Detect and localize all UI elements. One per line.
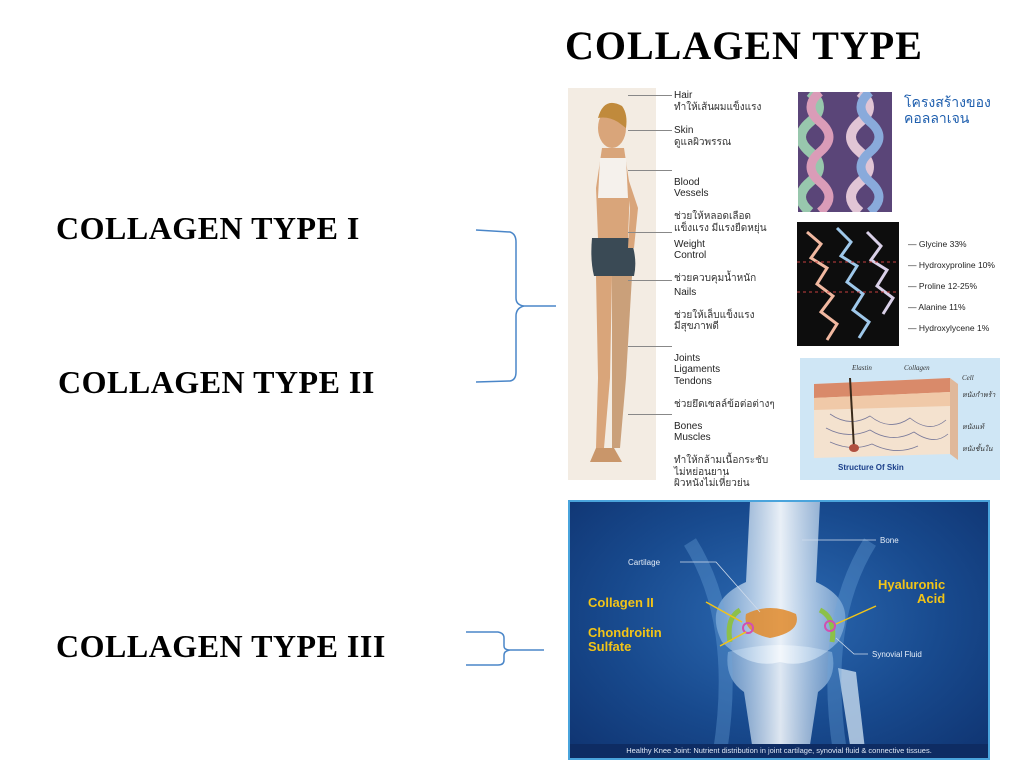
skin-label-hypodermis: หนังชั้นใน: [962, 445, 993, 453]
skin-label-cell: Cell: [962, 374, 974, 382]
amino-acid-model-image: [797, 222, 899, 346]
skin-label-collagen: Collagen: [904, 364, 930, 372]
collagen-benefits-figure: Hair ทำให้เส้นผมแข็งแรง Skin ดูแลผิวพรรณ…: [568, 88, 1000, 489]
callout-nails: Nails ช่วยให้เล็บแข็งแรง มีสุขภาพดี: [674, 286, 755, 333]
callout-joints: Joints Ligaments Tendons ช่วยยึดเซลล์ข้อ…: [674, 352, 775, 410]
knee-label-cartilage: Cartilage: [628, 558, 661, 567]
slide-title: COLLAGEN TYPE: [565, 23, 923, 68]
skin-label-epidermis: หนังกำพร้า: [962, 391, 996, 399]
composition-row: — Hydroxyproline 10%: [908, 260, 995, 270]
callout-skin: Skin ดูแลผิวพรรณ: [674, 125, 732, 148]
collagen-type-3-label: COLLAGEN TYPE III: [56, 628, 386, 664]
collagen-type-2-label: COLLAGEN TYPE II: [58, 364, 375, 400]
collagen-type-1-label: COLLAGEN TYPE I: [56, 210, 360, 246]
skin-structure-diagram: Elastin Collagen Cell หนังกำพร้า หนังแท้…: [800, 358, 1000, 480]
knee-label-collagen-ii: Collagen II: [588, 595, 654, 610]
knee-label-synovial-fluid: Synovial Fluid: [872, 650, 922, 659]
knee-caption: Healthy Knee Joint: Nutrient distributio…: [570, 744, 988, 758]
composition-row: — Glycine 33%: [908, 239, 967, 249]
collagen-structure-heading: โครงสร้างของ คอลลาเจน: [904, 94, 991, 126]
callout-hair: Hair ทำให้เส้นผมแข็งแรง: [674, 90, 762, 113]
collagen-helix-image: [798, 92, 892, 212]
skin-label-dermis: หนังแท้: [962, 423, 984, 431]
callout-bones-muscles: Bones Muscles ทำให้กล้ามเนื้อกระชับ ไม่ห…: [674, 420, 769, 490]
amino-acid-composition: — Glycine 33% — Hydroxyproline 10% — Pro…: [908, 234, 995, 339]
knee-label-hyaluronic-acid: Hyaluronic Acid: [878, 577, 946, 606]
benefit-callouts: Hair ทำให้เส้นผมแข็งแรง Skin ดูแลผิวพรรณ…: [628, 88, 798, 489]
skin-diagram-caption: Structure Of Skin: [838, 463, 904, 472]
composition-row: — Proline 12-25%: [908, 281, 978, 291]
brace-type-3: [466, 631, 544, 666]
brace-type-1-2: [475, 229, 556, 383]
knee-bones: [680, 502, 877, 758]
skin-label-elastin: Elastin: [852, 364, 872, 372]
callout-blood-vessels: Blood Vessels ช่วยให้หลอดเลือด แข็งแรง ม…: [674, 176, 767, 234]
knee-label-bone: Bone: [880, 536, 899, 545]
composition-row: — Hydroxylycene 1%: [908, 323, 990, 333]
knee-joint-illustration: Bone Cartilage Collagen II Chondroitin S…: [568, 500, 990, 760]
composition-row: — Alanine 11%: [908, 302, 966, 312]
callout-weight-control: Weight Control ช่วยควบคุมน้ำหนัก: [674, 238, 757, 285]
knee-label-chondroitin-sulfate: Chondroitin Sulfate: [588, 625, 662, 654]
